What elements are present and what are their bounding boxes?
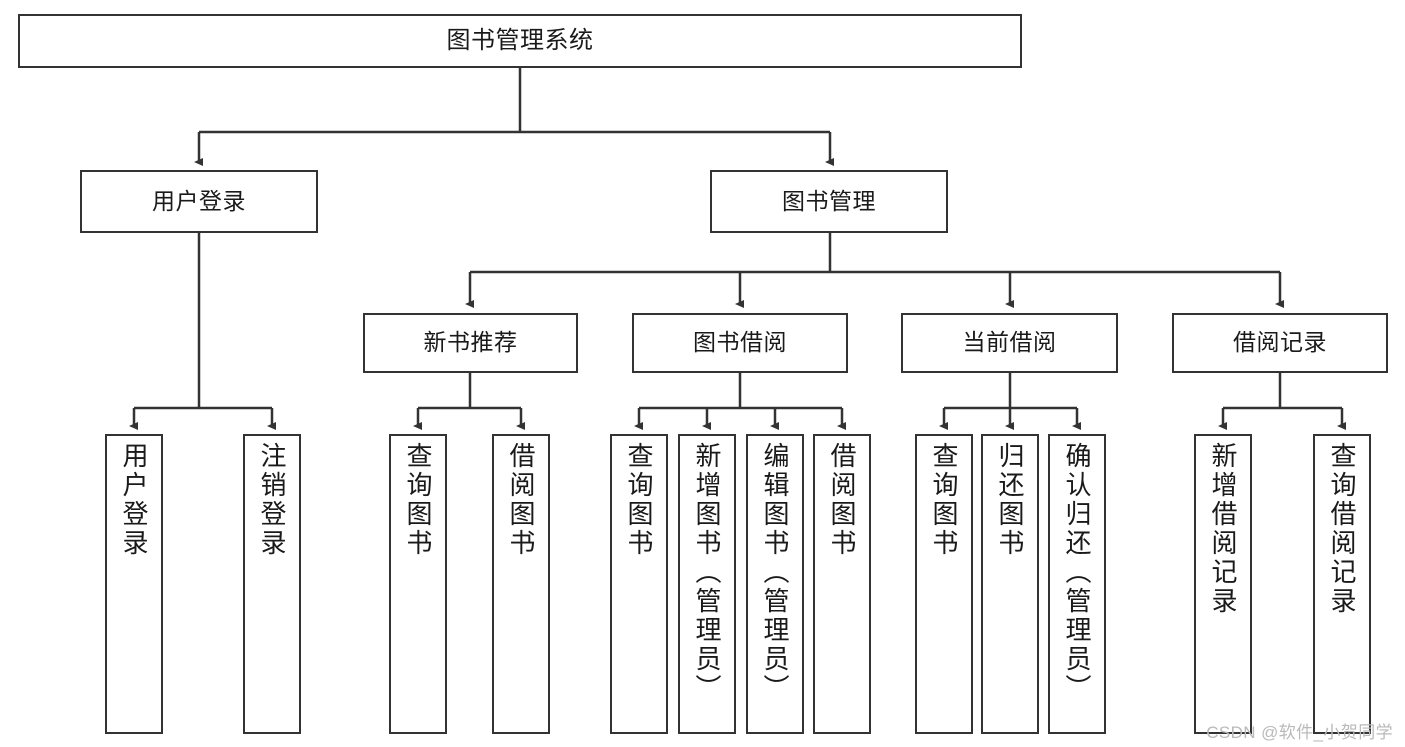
node-borrowing-record[interactable]: 借阅记录: [1172, 313, 1388, 373]
node-label: 查询图书: [929, 442, 959, 558]
node-label: 新书推荐: [423, 329, 518, 356]
node-book-borrowing[interactable]: 图书借阅: [632, 313, 848, 373]
leaf-user-login-signin[interactable]: 用户登录: [105, 434, 163, 734]
leaf-current-borrow-confirm-return-admin[interactable]: 确认归还（管理员）: [1048, 434, 1106, 734]
leaf-current-borrow-return-book[interactable]: 归还图书: [981, 434, 1039, 734]
node-new-book-recommendation[interactable]: 新书推荐: [363, 313, 578, 373]
leaf-new-book-borrow-book[interactable]: 借阅图书: [492, 434, 550, 734]
node-label: 编辑图书（管理员）: [760, 442, 790, 703]
node-label: 图书管理系统: [446, 26, 594, 54]
leaf-borrow-record-add-record[interactable]: 新增借阅记录: [1194, 434, 1252, 734]
node-current-borrowing[interactable]: 当前借阅: [901, 313, 1118, 373]
node-label: 确认归还（管理员）: [1062, 442, 1092, 703]
node-label: 查询借阅记录: [1327, 442, 1357, 616]
leaf-new-book-query-book[interactable]: 查询图书: [389, 434, 447, 734]
node-label: 查询图书: [624, 442, 654, 558]
leaf-borrow-record-query-record[interactable]: 查询借阅记录: [1313, 434, 1371, 734]
leaf-user-login-signout[interactable]: 注销登录: [243, 434, 301, 734]
leaf-book-borrow-query-book[interactable]: 查询图书: [610, 434, 668, 734]
node-root-book-management-system[interactable]: 图书管理系统: [18, 14, 1022, 68]
node-label: 图书借阅: [693, 329, 787, 356]
node-label: 归还图书: [995, 442, 1025, 558]
node-label: 借阅记录: [1233, 329, 1327, 356]
node-user-login[interactable]: 用户登录: [80, 170, 318, 233]
node-label: 借阅图书: [506, 442, 536, 558]
leaf-book-borrow-add-book-admin[interactable]: 新增图书（管理员）: [678, 434, 736, 734]
node-label: 用户登录: [152, 187, 246, 214]
leaf-book-borrow-borrow-book[interactable]: 借阅图书: [813, 434, 871, 734]
leaf-book-borrow-edit-book-admin[interactable]: 编辑图书（管理员）: [746, 434, 804, 734]
watermark: CSDN @软件_小贺同学: [1206, 723, 1393, 742]
node-book-management[interactable]: 图书管理: [710, 170, 948, 233]
leaf-current-borrow-query-book[interactable]: 查询图书: [915, 434, 973, 734]
node-label: 用户登录: [119, 442, 149, 558]
node-label: 借阅图书: [827, 442, 857, 558]
node-label: 新增借阅记录: [1208, 442, 1238, 616]
node-label: 注销登录: [257, 442, 287, 558]
node-label: 查询图书: [403, 442, 433, 558]
node-label: 新增图书（管理员）: [692, 442, 722, 703]
node-label: 当前借阅: [962, 329, 1057, 356]
node-label: 图书管理: [782, 187, 876, 214]
